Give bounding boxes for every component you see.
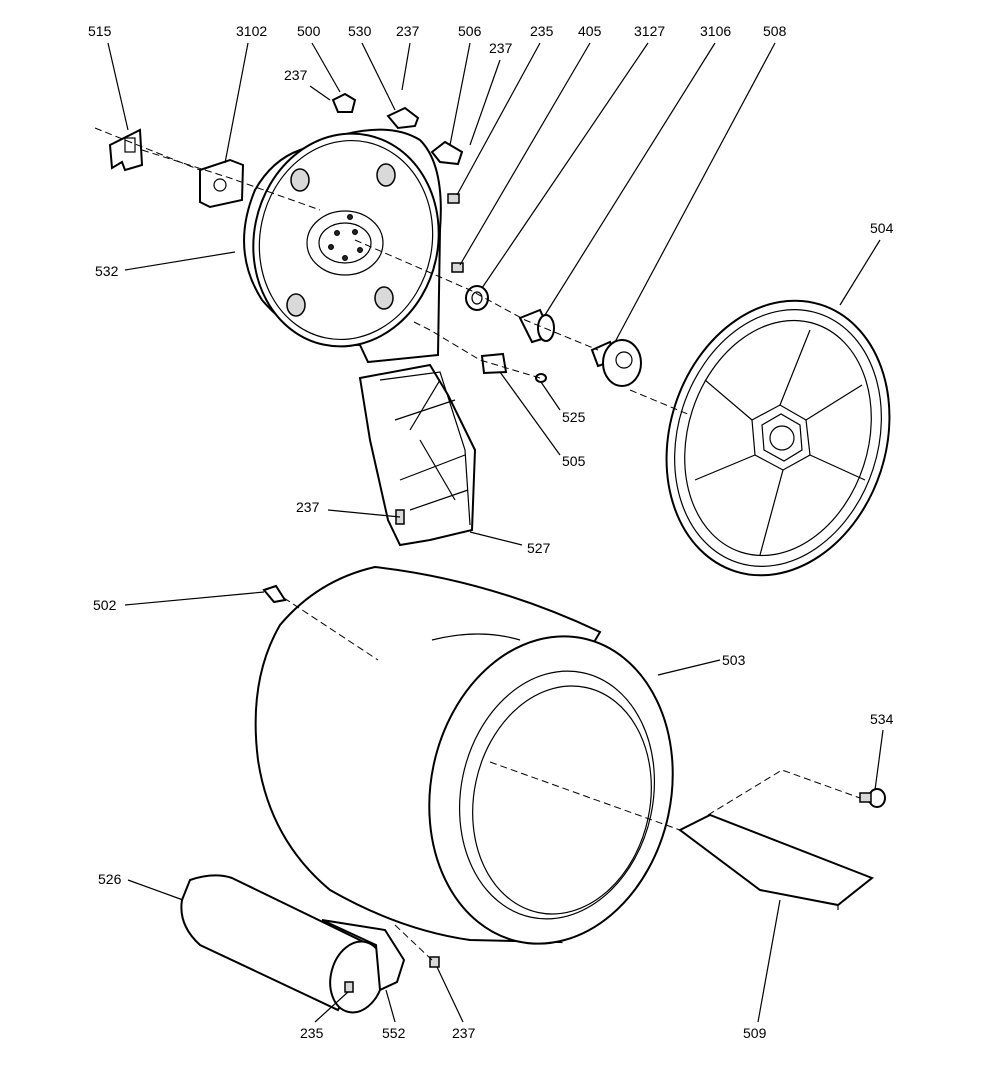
label-405: 405 [578, 23, 602, 39]
heater-housing-527 [358, 363, 477, 547]
label-500: 500 [297, 23, 321, 39]
washer-405 [465, 285, 489, 311]
screw-525 [535, 373, 547, 383]
heater-tube-526 [180, 874, 440, 1014]
screw-405a [451, 262, 464, 273]
cover-530 [386, 106, 420, 130]
pad-505 [480, 352, 508, 375]
label-3127: 3127 [634, 23, 665, 39]
label-504: 504 [870, 220, 894, 236]
drum-503 [254, 565, 674, 945]
label-502: 502 [93, 597, 117, 613]
label-525: 525 [562, 409, 586, 425]
label-532: 532 [95, 263, 119, 279]
bracket-515 [108, 128, 144, 172]
label-534: 534 [870, 711, 894, 727]
part-labels: 515 3102 500 530 237 237 506 237 235 405… [88, 23, 894, 1041]
rear-bulkhead-532 [243, 128, 442, 364]
label-506: 506 [458, 23, 482, 39]
label-508: 508 [763, 23, 787, 39]
bearing-3127 [518, 308, 555, 344]
leader-lines [107, 42, 884, 1023]
screw-502 [262, 584, 287, 604]
label-237: 237 [284, 67, 308, 83]
label-237: 237 [489, 40, 513, 56]
shaft-3106 [590, 339, 642, 387]
label-527: 527 [527, 540, 551, 556]
label-3106: 3106 [700, 23, 731, 39]
screw-235 [447, 193, 460, 204]
label-235: 235 [530, 23, 554, 39]
label-515: 515 [88, 23, 112, 39]
thermostat-500 [331, 92, 357, 113]
plate-3102 [199, 158, 245, 209]
screw-534 [859, 788, 886, 808]
label-503: 503 [722, 652, 746, 668]
label-235: 235 [300, 1025, 324, 1041]
label-237: 237 [452, 1025, 476, 1041]
label-530: 530 [348, 23, 372, 39]
drum-front-504 [665, 299, 891, 577]
duct-509 [678, 813, 874, 910]
label-3102: 3102 [236, 23, 267, 39]
alignment-lines [94, 127, 861, 961]
fuse-506 [430, 140, 464, 166]
label-237: 237 [396, 23, 420, 39]
label-552: 552 [382, 1025, 406, 1041]
label-509: 509 [743, 1025, 767, 1041]
label-505: 505 [562, 453, 586, 469]
label-237: 237 [296, 499, 320, 515]
label-526: 526 [98, 871, 122, 887]
